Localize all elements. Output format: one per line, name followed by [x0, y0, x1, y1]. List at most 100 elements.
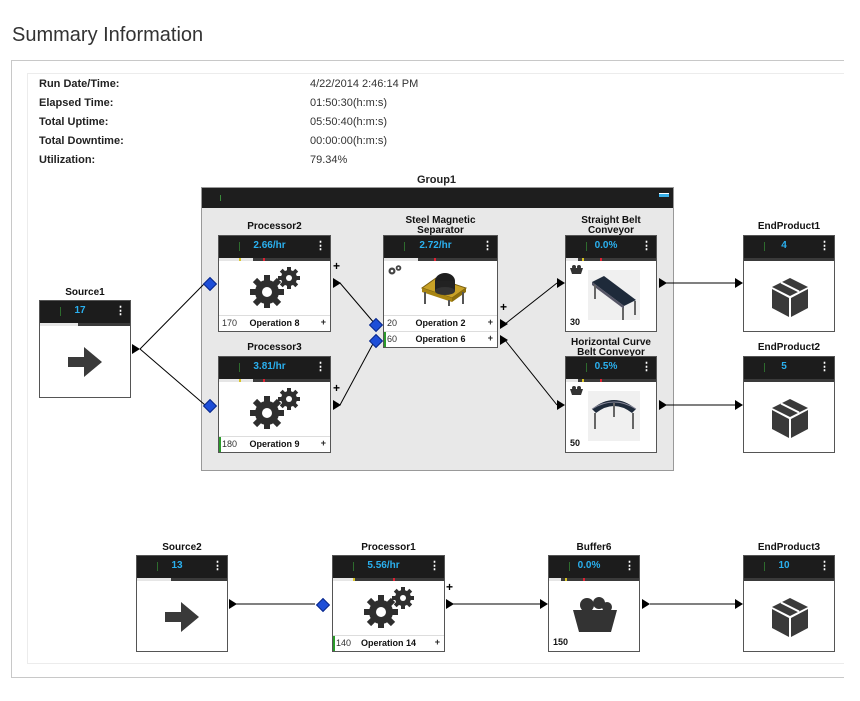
node-footer: 170 Operation 8 + [219, 315, 330, 331]
output-port[interactable] [659, 278, 667, 288]
node-header: 0.5% ⋮ [566, 357, 656, 379]
node-header: 5 ⋮ [744, 357, 834, 379]
utilization-bar [137, 578, 227, 581]
node-header: 17 ⋮ [40, 301, 130, 323]
node-header: 0.0% ⋮ [566, 236, 656, 258]
output-port[interactable] [132, 344, 140, 354]
add-output-icon[interactable]: + [446, 580, 454, 594]
buffer6-title: Buffer6 [576, 542, 612, 553]
menu-icon[interactable]: ⋮ [819, 560, 830, 572]
buffer6-node[interactable]: 0.0% ⋮ 150 [548, 555, 640, 652]
add-output-icon[interactable]: + [333, 259, 341, 273]
curve-conveyor-icon [588, 391, 640, 441]
summary-content [27, 73, 844, 664]
arrow-right-icon [68, 347, 102, 377]
utilization-bar [219, 258, 330, 261]
menu-icon[interactable]: ⋮ [315, 361, 326, 373]
group-header [202, 188, 673, 208]
node-footer: 140 Operation 14 + [333, 635, 444, 651]
operation-label[interactable]: Operation 9 [249, 439, 300, 449]
menu-icon[interactable]: ⋮ [819, 240, 830, 252]
output-port[interactable] [642, 599, 650, 609]
straight-conveyor-title: Straight Belt Conveyor [581, 215, 641, 236]
straight-conveyor-node[interactable]: 0.0% ⋮ 30 [565, 235, 657, 332]
output-port[interactable] [333, 278, 341, 288]
utilization-bar [219, 379, 330, 382]
expand-plus-icon[interactable]: + [487, 333, 493, 343]
info-label: Total Uptime: [39, 116, 109, 128]
node-header: 2.66/hr ⋮ [219, 236, 330, 258]
info-value: 01:50:30(h:m:s) [310, 97, 388, 109]
source2-title: Source2 [162, 542, 202, 553]
processor1-node[interactable]: 5.56/hr ⋮ 140 Operation 14 + [332, 555, 445, 652]
utilization-bar [744, 379, 834, 382]
node-count: 140 [336, 638, 352, 648]
output-port[interactable] [500, 335, 508, 345]
endproduct1-title: EndProduct1 [757, 221, 821, 232]
info-label: Run Date/Time: [39, 78, 120, 90]
endproduct2-node[interactable]: 5 ⋮ [743, 356, 835, 453]
node-value: 3.81/hr [253, 361, 286, 372]
add-output-icon[interactable]: + [333, 381, 341, 395]
node-header: 0.0% ⋮ [549, 556, 639, 578]
info-label: Total Downtime: [39, 135, 124, 147]
expand-plus-icon[interactable]: + [487, 317, 493, 327]
menu-icon[interactable]: ⋮ [641, 240, 652, 252]
info-value: 00:00:00(h:m:s) [310, 135, 388, 147]
processor3-node[interactable]: 3.81/hr ⋮ 180 Operation 9 + [218, 356, 331, 453]
output-port[interactable] [500, 319, 508, 329]
menu-icon[interactable]: ⋮ [482, 240, 493, 252]
processor2-node[interactable]: 2.66/hr ⋮ 170 Operation 8 + [218, 235, 331, 332]
node-header: 5.56/hr ⋮ [333, 556, 444, 578]
separator-node[interactable]: 2.72/hr ⋮ 20 Operation 2 + 60 Operation … [383, 235, 498, 348]
output-port[interactable] [446, 599, 454, 609]
utilization-bar [566, 258, 656, 261]
output-port[interactable] [659, 400, 667, 410]
menu-icon[interactable]: ⋮ [315, 240, 326, 252]
node-value: 4 [781, 240, 787, 251]
source2-node[interactable]: 13 ⋮ [136, 555, 228, 652]
expand-plus-icon[interactable]: + [320, 317, 326, 327]
menu-icon[interactable]: ⋮ [212, 560, 223, 572]
endproduct3-node[interactable]: 10 ⋮ [743, 555, 835, 652]
node-value: 0.0% [594, 240, 618, 251]
source1-node[interactable]: 17 ⋮ [39, 300, 131, 398]
menu-icon[interactable]: ⋮ [819, 361, 830, 373]
operation-label[interactable]: Operation 14 [360, 638, 416, 648]
utilization-bar [549, 578, 639, 581]
menu-icon[interactable]: ⋮ [641, 361, 652, 373]
output-port[interactable] [229, 599, 237, 609]
node-value: 17 [74, 305, 86, 316]
expand-plus-icon[interactable]: + [320, 438, 326, 448]
add-output-icon[interactable]: + [500, 300, 508, 314]
basket-small-icon [570, 265, 583, 274]
node-value: 10 [778, 560, 790, 571]
endproduct1-node[interactable]: 4 ⋮ [743, 235, 835, 332]
node-value: 2.66/hr [253, 240, 286, 251]
input-arrow [735, 599, 743, 609]
node-header: 10 ⋮ [744, 556, 834, 578]
expand-plus-icon[interactable]: + [434, 637, 440, 647]
input-arrow [557, 400, 565, 410]
endproduct3-title: EndProduct3 [757, 542, 821, 553]
operation-label[interactable]: Operation 2 [415, 318, 466, 328]
node-footer: 180 Operation 9 + [219, 436, 330, 452]
menu-icon[interactable]: ⋮ [429, 560, 440, 572]
node-value: 5 [781, 361, 787, 372]
menu-icon[interactable]: ⋮ [115, 305, 126, 317]
operation-label[interactable]: Operation 8 [249, 318, 300, 328]
info-label: Utilization: [39, 154, 96, 166]
curve-conveyor-node[interactable]: 0.5% ⋮ 50 [565, 356, 657, 453]
output-port[interactable] [333, 400, 341, 410]
menu-icon[interactable]: ⋮ [624, 560, 635, 572]
processor3-title: Processor3 [247, 342, 302, 353]
node-value: 5.56/hr [367, 560, 400, 571]
node-header: 13 ⋮ [137, 556, 227, 578]
minimize-icon[interactable] [659, 193, 669, 197]
processor2-title: Processor2 [247, 221, 302, 232]
node-count: 170 [222, 318, 238, 328]
operation-label[interactable]: Operation 6 [415, 334, 466, 344]
node-header: 2.72/hr ⋮ [384, 236, 497, 258]
box-icon [772, 399, 808, 438]
group-title: Group1 [416, 174, 457, 186]
